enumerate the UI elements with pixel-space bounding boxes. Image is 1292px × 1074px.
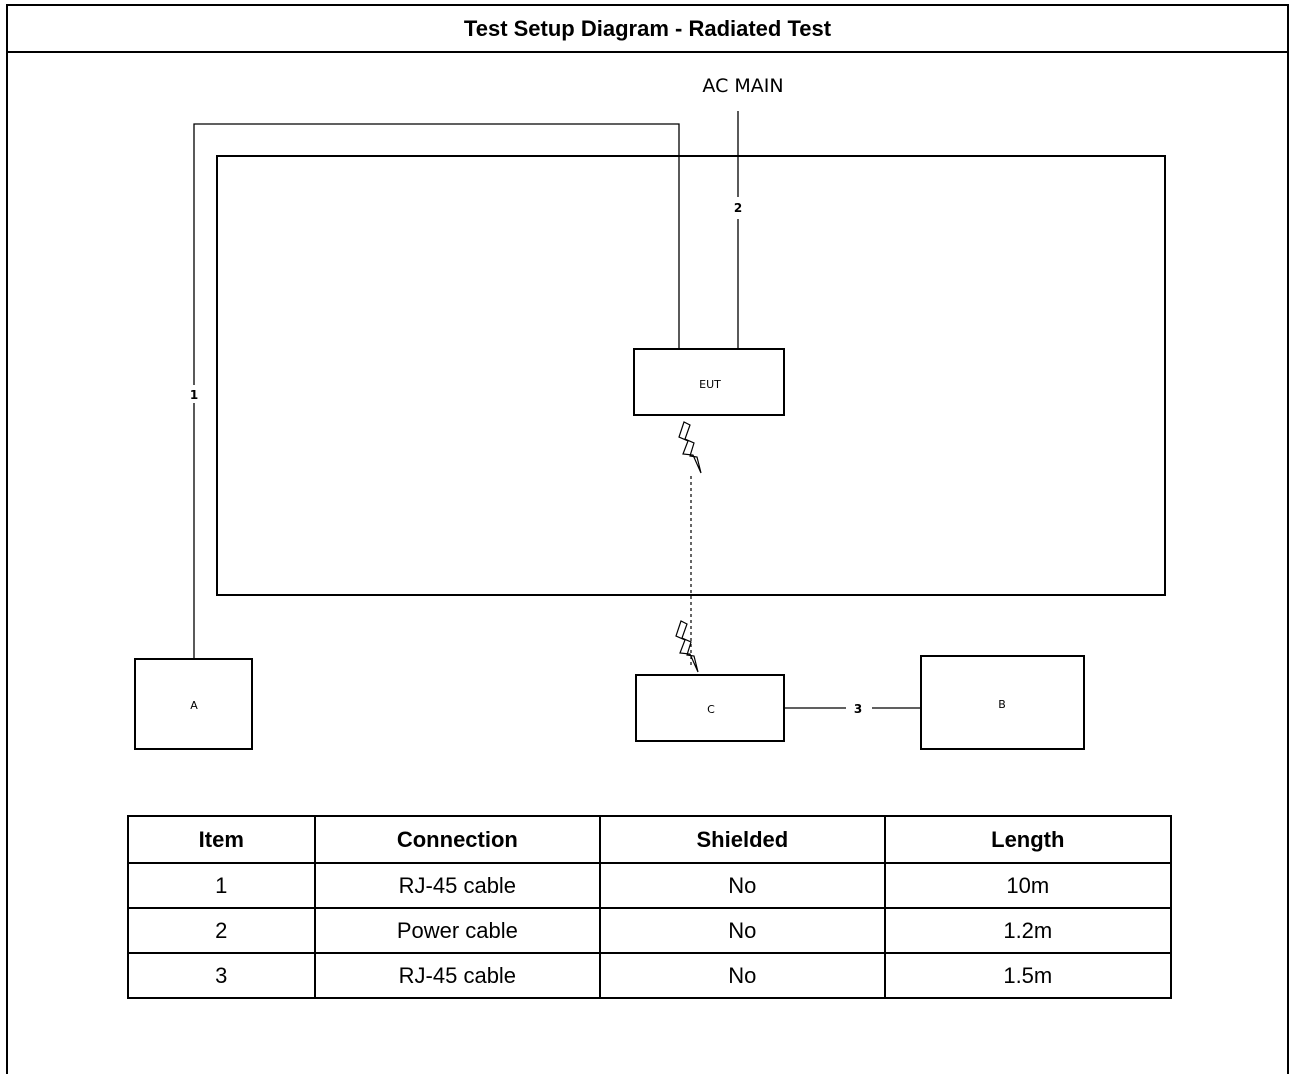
connection-table: Item Connection Shielded Length 1 RJ-45 … (127, 815, 1173, 999)
cell-length: 10m (883, 862, 1173, 909)
cell-connection: RJ-45 cable (313, 952, 602, 999)
cell-shielded: No (599, 952, 886, 999)
page-frame: Test Setup Diagram - Radiated Test (6, 4, 1289, 1074)
eut-label: EUT (699, 378, 721, 391)
cell-item: 1 (127, 862, 316, 909)
cell-shielded: No (599, 862, 886, 909)
device-b-box (920, 655, 1085, 750)
table-row: 3 RJ-45 cable No 1.5m (127, 952, 1173, 999)
column-header-length: Length (883, 815, 1173, 864)
device-c-box (635, 674, 785, 742)
cell-item: 2 (127, 907, 316, 954)
table-row: 2 Power cable No 1.2m (127, 907, 1173, 954)
test-table-outline (216, 155, 1166, 596)
cable-1-label: 1 (190, 388, 198, 402)
eut-box (633, 348, 785, 416)
cell-connection: RJ-45 cable (313, 862, 602, 909)
cell-length: 1.2m (883, 907, 1173, 954)
wireless-bolt-icon (675, 620, 699, 673)
device-c-label: C (707, 703, 715, 716)
table-row: 1 RJ-45 cable No 10m (127, 862, 1173, 909)
wireless-bolt-icon (678, 421, 702, 474)
column-header-shielded: Shielded (599, 815, 886, 864)
cable-2-label: 2 (734, 201, 742, 215)
device-a-label: A (190, 699, 198, 712)
column-header-connection: Connection (313, 815, 602, 864)
cell-item: 3 (127, 952, 316, 999)
ac-main-label: AC MAIN (702, 75, 783, 97)
cable-1-line (193, 123, 680, 659)
device-b-label: B (998, 698, 1006, 711)
cell-connection: Power cable (313, 907, 602, 954)
table-header-row: Item Connection Shielded Length (127, 815, 1173, 864)
cable-3-label: 3 (854, 702, 862, 716)
page-title: Test Setup Diagram - Radiated Test (8, 6, 1287, 53)
column-header-item: Item (127, 815, 316, 864)
device-a-box (134, 658, 253, 750)
cell-shielded: No (599, 907, 886, 954)
cell-length: 1.5m (883, 952, 1173, 999)
